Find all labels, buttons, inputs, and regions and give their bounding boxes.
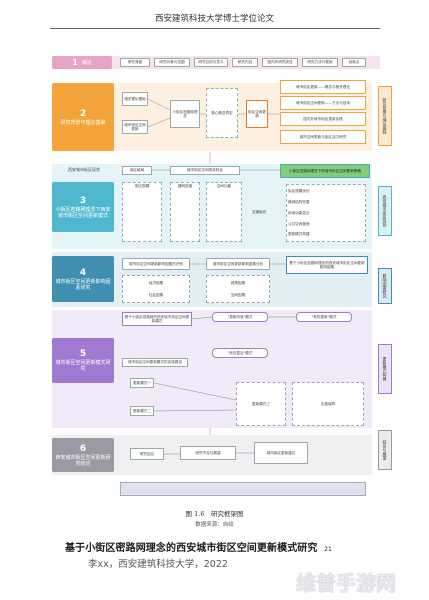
overlay-author-line: 李xx，西安建筑科技大学，2022 — [88, 559, 228, 570]
s4-note-2: 社会因素 — [148, 292, 164, 297]
overlay-title-text: 基于小街区密路网理念的西安城市街区空间更新模式研究 — [65, 543, 318, 554]
section-title-3: 小街区密路网理念下西安城市街区空间更新模式 — [55, 206, 111, 219]
s3-box-1: 街区格局 — [122, 166, 152, 175]
section-label-4: 4 城市街区空间更新影响因素研究 — [52, 256, 114, 302]
s2-mid-box: 小街区密路网理念 — [170, 100, 200, 128]
watermark-logo: 维普手游网 — [296, 571, 396, 595]
s3-note-1: 街区规模优化 — [288, 189, 310, 194]
section-number-6: 6 — [79, 443, 87, 454]
s2-center-box: 城市街区空间更新 — [122, 120, 148, 134]
side-tag-3: 影响因素研究 — [378, 268, 392, 304]
s5-top-box: 基于小街区密路网的西安城市街区空间更新模式 — [122, 312, 192, 326]
s2-note-4: 城市空间更新与街区活力研究 — [280, 130, 366, 144]
s1-box-6: 研究方法与框架 — [302, 58, 338, 67]
s5-pill-2: "有机更新"模式 — [296, 312, 352, 322]
s3-right-notes: 街区规模优化 路网结构完善 用地功能混合 公共空间营造 更新模式构建 — [286, 184, 366, 242]
side-tag-1: 研究背景与理论基础 — [378, 86, 392, 146]
s6-box-2: 研究不足与展望 — [180, 446, 236, 460]
section-number-1: 1 — [72, 57, 78, 67]
s6-box-1: 研究结论 — [130, 448, 164, 460]
section-label-6: 6 西安城市街区空间更新研究结论 — [52, 438, 114, 472]
s3-box-4: 路网密度 — [170, 182, 200, 242]
s5-box-3: 更新模式三 — [236, 382, 286, 426]
s3-box-2: 城市街区空间现状特征 — [170, 166, 240, 175]
section-number-5: 5 — [79, 349, 87, 359]
side-tag-4: 更新模式构建 — [378, 344, 392, 394]
s3-top-label: 西安城市街区现状 — [68, 167, 100, 173]
s5-box-2: 更新模式二 — [130, 406, 154, 416]
s5-pill-1: "更新改造"模式 — [212, 312, 268, 322]
section-label-5: 5 城市街区空间更新模式研究 — [52, 338, 114, 383]
s3-note-4: 公共空间营造 — [288, 221, 310, 226]
s1-box-4: 研究内容 — [232, 58, 258, 67]
s4-notes-right: 政策因素 空间因素 — [206, 275, 270, 303]
s5-box-1: 更新模式一 — [130, 378, 154, 388]
s2-concept-box: 核心概念界定 — [206, 88, 238, 138]
s2-left-box: 相关理论基础 — [122, 92, 148, 106]
side-tag-5: 结论与展望 — [378, 430, 392, 470]
s3-box-3: 街区规模 — [122, 182, 162, 242]
s6-bottom-strip — [120, 482, 366, 496]
s5-box-4: 实施保障 — [292, 382, 364, 426]
s4-note-4: 空间因素 — [230, 292, 246, 297]
s4-right-box: 基于小街区密路网理念的西安城市街区空间更新影响因素 — [286, 256, 368, 274]
s4-box-a: 城市街区空间更新影响因素的识别 — [122, 258, 190, 270]
section-title-4: 城市街区空间更新影响因素研究 — [55, 278, 111, 291]
overlay-page-number: 21 — [324, 546, 332, 553]
s1-box-7: 创新点 — [342, 58, 366, 67]
figure-source: 数据来源：自绘 — [195, 522, 234, 528]
s4-box-b: 城市街区空间更新影响因素分析 — [206, 258, 270, 270]
overlay-title: 基于小街区密路网理念的西安城市街区空间更新模式研究 21 — [65, 539, 332, 554]
page-header-title: 西安建筑科技大学博士学位论文 — [154, 14, 274, 24]
section-title-5: 城市街区空间更新模式研究 — [55, 360, 111, 372]
s1-box-3: 研究目的与意义 — [194, 58, 228, 67]
section-title-2: 研究背景与理论基础 — [60, 119, 106, 126]
s3-box-5: 空间功能 — [206, 182, 242, 242]
s5-bottom-box: 城市街区空间更新模式的实施路径 — [122, 358, 188, 367]
s3-note-2: 路网结构完善 — [288, 199, 310, 204]
section-number-2: 2 — [79, 108, 87, 119]
s3-box-6: 交通组织 — [251, 210, 267, 215]
s2-note-2: 城市街区空间更新——方法与技术 — [280, 96, 366, 110]
section-label-2: 2 研究背景与理论基础 — [52, 83, 114, 151]
s5-pill-3: "综合整治"模式 — [212, 348, 268, 358]
section-label-3: 3 小街区密路网理念下西安城市街区空间更新模式 — [52, 182, 114, 232]
section-title-1: 绪论 — [81, 59, 92, 66]
section-number-4: 4 — [79, 267, 87, 278]
section-number-3: 3 — [79, 195, 87, 206]
s1-box-5: 国内外研究综述 — [262, 58, 298, 67]
s6-box-3: 城市街区更新建议 — [254, 442, 308, 464]
s3-note-3: 用地功能混合 — [288, 210, 310, 215]
s2-right-box: 街区空间更新 — [246, 100, 268, 128]
s2-note-3: 国内外城市街区更新实践 — [280, 112, 366, 126]
s2-note-1: 城市街区更新——概念与相关理论 — [280, 80, 366, 94]
s3-note-5: 更新模式构建 — [288, 232, 310, 237]
s1-box-2: 研究对象与范围 — [154, 58, 190, 67]
s4-note-1: 经济因素 — [148, 280, 164, 285]
section-label-1: 1 绪论 — [52, 56, 112, 69]
section-title-6: 西安城市街区空间更新研究结论 — [55, 454, 111, 467]
s4-notes-left: 经济因素 社会因素 — [122, 275, 190, 303]
s4-note-3: 政策因素 — [230, 280, 246, 285]
s3-right-box: 小街区密路网理念下的城市街区空间更新策略 — [280, 164, 370, 178]
s1-box-1: 研究背景 — [120, 58, 150, 67]
figure-caption: 图 1.6 研究框架图 — [185, 510, 244, 518]
header-rule — [50, 28, 380, 29]
side-tag-2: 西安城市街区现状 — [378, 186, 392, 236]
